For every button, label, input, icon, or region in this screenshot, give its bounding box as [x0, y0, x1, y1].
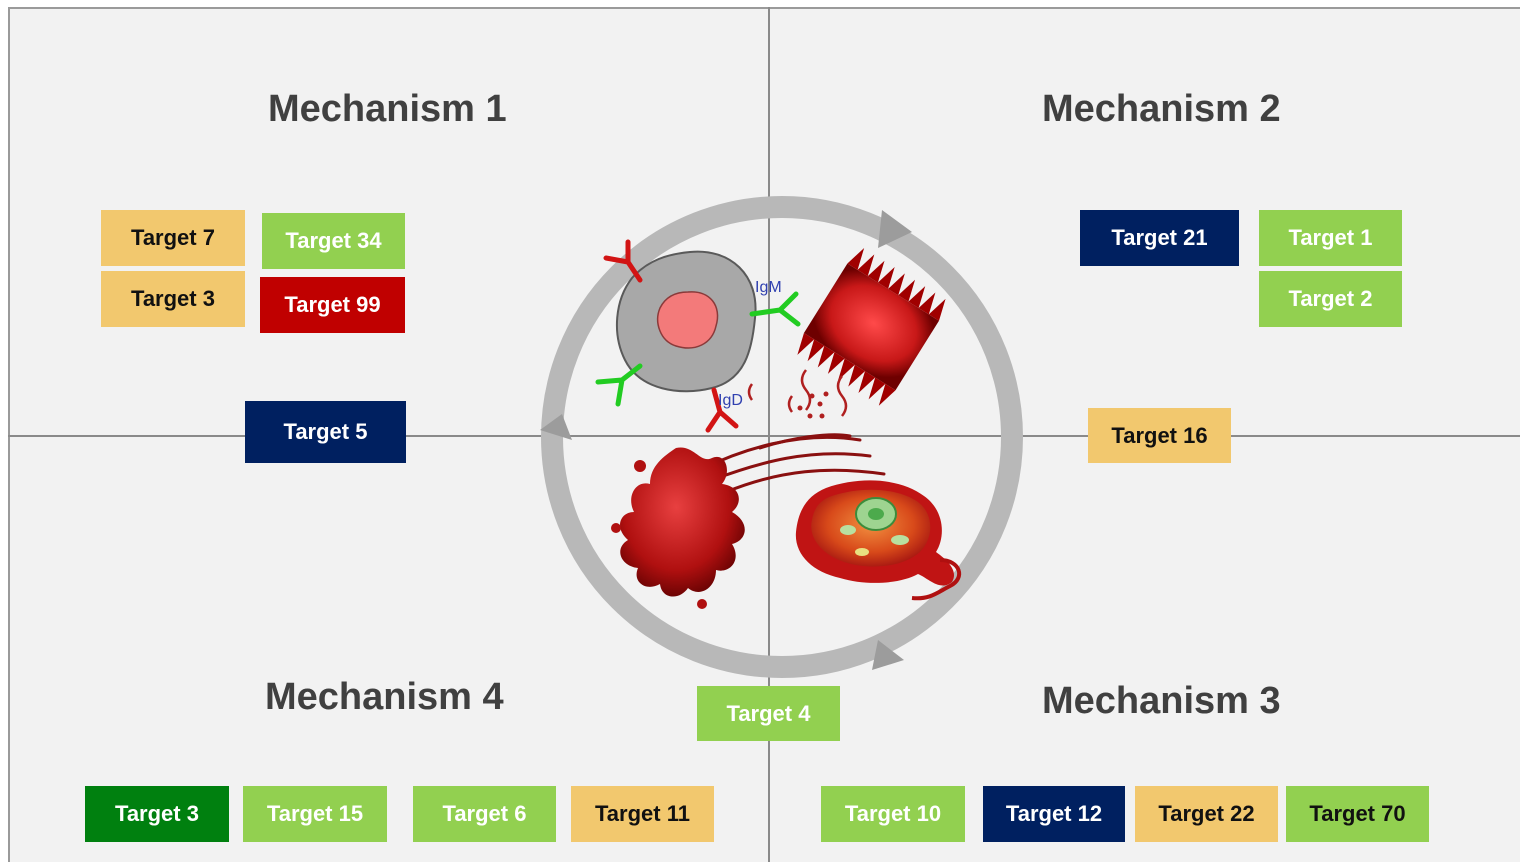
igd-label: IgD — [718, 392, 743, 409]
red-antibody-icon — [603, 239, 643, 283]
igm-antibody-icon — [749, 291, 801, 327]
target-4-badge: Target 4 — [697, 686, 840, 741]
mechanism-4-title: Mechanism 4 — [265, 676, 504, 718]
mechanism-3-title: Mechanism 3 — [1042, 680, 1281, 722]
target-11-badge: Target 11 — [571, 786, 714, 842]
target-2-badge: Target 2 — [1259, 271, 1402, 327]
target-15-badge: Target 15 — [243, 786, 387, 842]
target-22-badge: Target 22 — [1135, 786, 1278, 842]
target-12-badge: Target 12 — [983, 786, 1125, 842]
target-10-badge: Target 10 — [821, 786, 965, 842]
cytokine-icon — [747, 369, 848, 417]
mechanism-2-title: Mechanism 2 — [1042, 88, 1281, 130]
target-16-badge: Target 16 — [1088, 408, 1231, 463]
green-antibody-icon — [595, 363, 643, 407]
apoptotic-cell-icon — [611, 447, 745, 609]
target-6-badge: Target 6 — [413, 786, 556, 842]
cancer-cell-icon — [795, 480, 962, 601]
cycle-arrow-icon — [540, 196, 1023, 678]
target-5-badge: Target 5 — [245, 401, 406, 463]
target-1-badge: Target 1 — [1259, 210, 1402, 266]
target-cell-icon — [797, 247, 946, 406]
target-3-badge: Target 3 — [101, 271, 245, 327]
granule-dots-icon — [797, 391, 829, 419]
mechanism-1-title: Mechanism 1 — [268, 88, 507, 130]
target-3-green-badge: Target 3 — [85, 786, 229, 842]
igm-label: IgM — [755, 279, 782, 296]
target-7-badge: Target 7 — [101, 210, 245, 266]
igd-antibody-icon — [705, 387, 739, 433]
target-70-badge: Target 70 — [1286, 786, 1429, 842]
b-cell-icon — [615, 250, 757, 393]
target-21-badge: Target 21 — [1080, 210, 1239, 266]
target-99-badge: Target 99 — [260, 277, 405, 333]
quadrant-divider-vertical — [768, 7, 770, 862]
quadrant-divider-horizontal — [8, 435, 1520, 437]
target-34-badge: Target 34 — [262, 213, 405, 269]
